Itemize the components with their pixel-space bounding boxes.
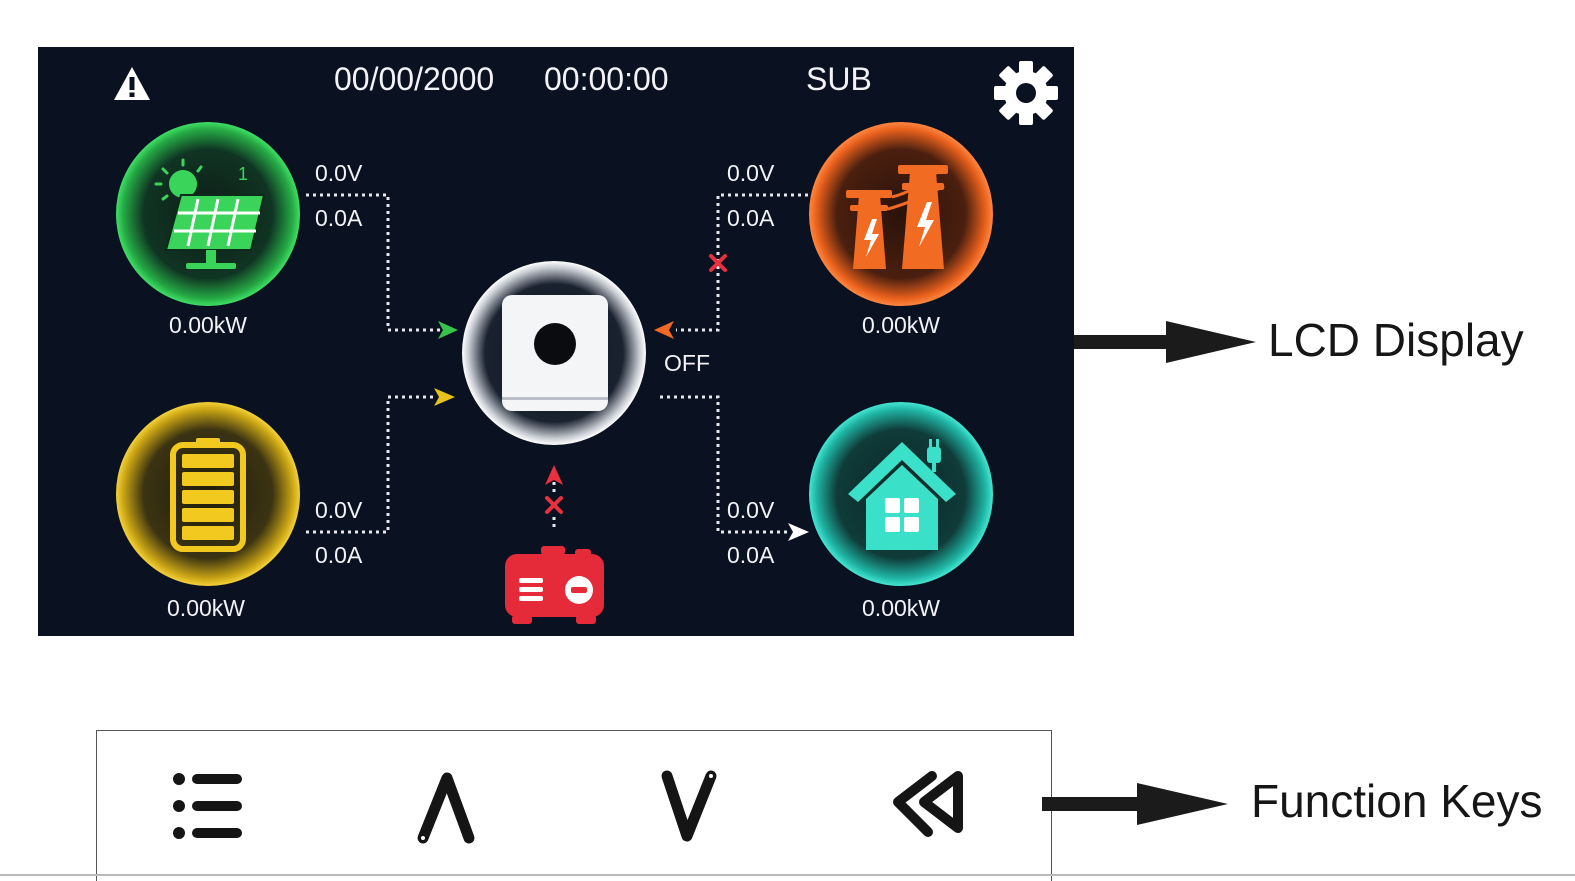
chevron-up-icon: [417, 772, 475, 844]
pv-string-index: 1: [238, 164, 249, 184]
menu-key[interactable]: [163, 761, 253, 851]
grid-power: 0.00kW: [862, 312, 940, 338]
back-key[interactable]: [885, 761, 975, 851]
lcd-display: 00/00/2000 00:00:00 SUB 1 0.0V 0.0A 0.00…: [38, 47, 1074, 636]
grid-voltage: 0.0V: [727, 160, 775, 186]
battery-node[interactable]: [116, 402, 300, 586]
pv-voltage: 0.0V: [315, 160, 363, 186]
lcd-callout-arrow: [1074, 321, 1256, 363]
gear-icon[interactable]: [994, 61, 1058, 125]
load-current: 0.0A: [727, 542, 775, 568]
date-display: 00/00/2000: [334, 61, 495, 97]
function-keys-callout-arrow: [1042, 783, 1228, 825]
generator-fault-marker: [545, 496, 563, 514]
house-icon: [848, 439, 956, 550]
warning-icon[interactable]: [114, 67, 150, 100]
bottom-divider: [0, 874, 1575, 876]
power-tower-icon: [846, 165, 948, 269]
inverter-icon: [502, 295, 608, 411]
inverter-node[interactable]: [462, 261, 646, 445]
pv-current: 0.0A: [315, 205, 363, 231]
time-display: 00:00:00: [544, 61, 669, 97]
menu-list-icon: [173, 773, 242, 839]
pv-flow-arrow: [438, 321, 458, 339]
lcd-display-label: LCD Display: [1268, 314, 1524, 366]
solar-panel-icon: [154, 158, 266, 269]
battery-current: 0.0A: [315, 542, 363, 568]
back-return-icon: [893, 771, 963, 837]
generator-icon[interactable]: [505, 546, 604, 624]
load-flow-arrow: [788, 523, 809, 541]
load-voltage: 0.0V: [727, 497, 775, 523]
up-key[interactable]: [404, 761, 494, 851]
battery-power: 0.00kW: [167, 595, 245, 621]
battery-voltage: 0.0V: [315, 497, 363, 523]
battery-flow-arrow: [434, 388, 455, 406]
function-keys-label: Function Keys: [1251, 775, 1543, 827]
grid-fault-marker: [709, 254, 727, 272]
pv-node[interactable]: [116, 122, 300, 306]
battery-icon: [170, 438, 246, 552]
grid-flow-arrow: [654, 321, 674, 339]
load-power: 0.00kW: [862, 595, 940, 621]
grid-node[interactable]: [809, 122, 993, 306]
generator-flow-arrow: [545, 465, 563, 485]
load-node[interactable]: [809, 402, 993, 586]
mode-indicator: SUB: [806, 61, 872, 97]
chevron-down-icon: [661, 770, 717, 842]
function-keys-panel: [96, 730, 1052, 881]
grid-status: OFF: [664, 350, 710, 376]
pv-power: 0.00kW: [169, 312, 247, 338]
down-key[interactable]: [644, 761, 734, 851]
grid-current: 0.0A: [727, 205, 775, 231]
